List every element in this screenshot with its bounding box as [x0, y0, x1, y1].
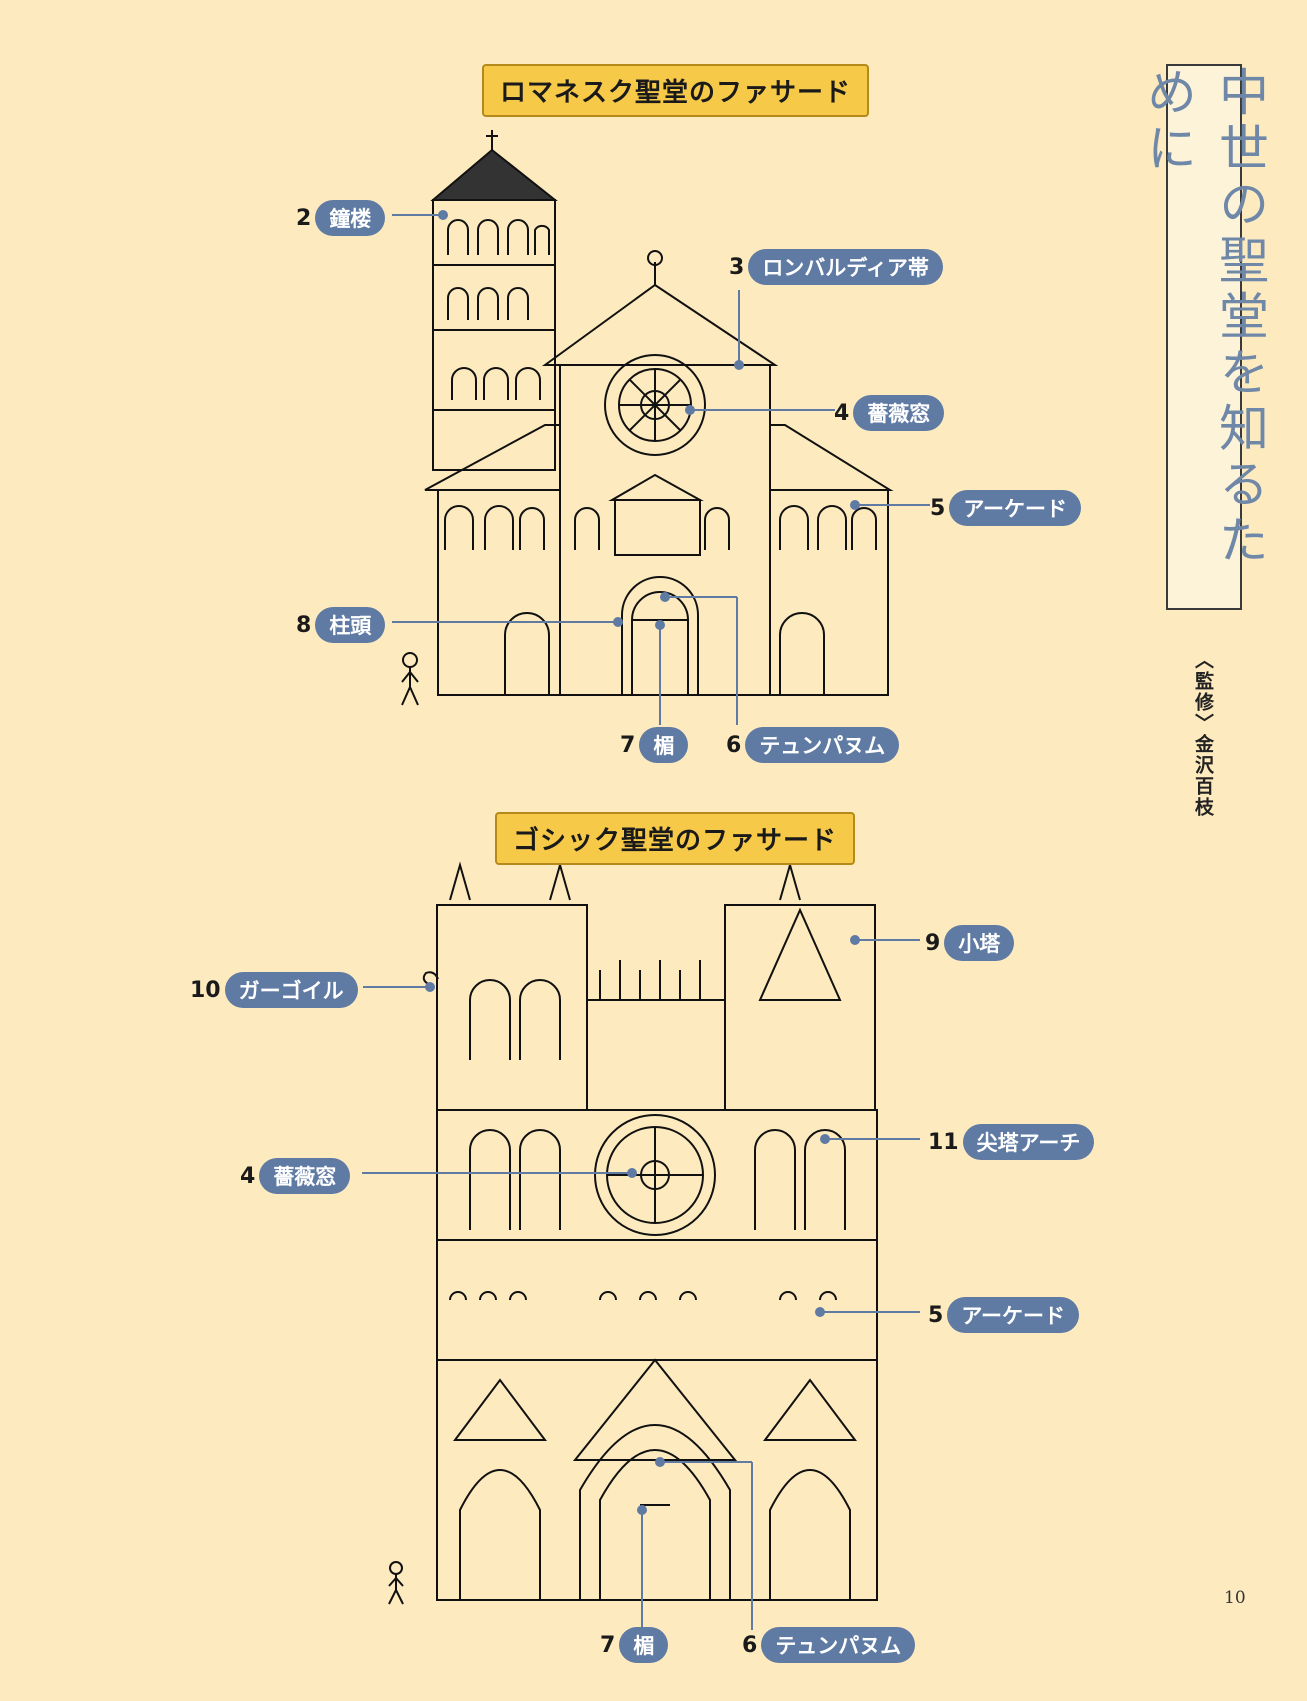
callout-label: 薔薇窓 — [259, 1158, 351, 1194]
callout-lintel: 7 楣 — [600, 1627, 669, 1663]
callout-lombard-band: 3 ロンバルディア帯 — [729, 249, 943, 285]
callout-number: 6 — [726, 732, 742, 758]
callout-number: 3 — [729, 254, 745, 280]
gothic-facade-drawing — [388, 861, 878, 1605]
callout-label: 尖塔アーチ — [962, 1124, 1095, 1160]
callout-number: 8 — [296, 612, 312, 638]
side-title: 中世の聖堂を知るために — [1139, 66, 1269, 570]
callout-rose-window: 4 薔薇窓 — [834, 395, 945, 431]
callout-label: ロンバルディア帯 — [748, 249, 943, 285]
callout-arcade: 5 アーケード — [928, 1297, 1080, 1333]
callout-label: 小塔 — [944, 925, 1015, 961]
callout-number: 4 — [240, 1163, 256, 1189]
callout-arcade: 5 アーケード — [930, 490, 1082, 526]
callout-number: 6 — [742, 1632, 758, 1658]
callout-label: アーケード — [947, 1297, 1080, 1333]
callout-number: 10 — [190, 977, 221, 1003]
callout-number: 2 — [296, 205, 312, 231]
callout-label: 薔薇窓 — [853, 395, 945, 431]
callout-gargoyle: 10 ガーゴイル — [190, 972, 358, 1008]
callout-number: 4 — [834, 400, 850, 426]
gothic-title: ゴシック聖堂のファサード — [495, 812, 856, 865]
callout-rose-window: 4 薔薇窓 — [240, 1158, 351, 1194]
callout-number: 7 — [620, 732, 636, 758]
callout-number: 5 — [930, 495, 946, 521]
callout-lintel: 7 楣 — [620, 727, 689, 763]
callout-belfry: 2 鐘楼 — [296, 200, 386, 236]
callout-label: 柱頭 — [315, 607, 386, 643]
callout-label: テュンパヌム — [745, 727, 900, 763]
leader-lines — [362, 210, 930, 1630]
callout-number: 5 — [928, 1302, 944, 1328]
callout-pointed-arch: 11 尖塔アーチ — [928, 1124, 1095, 1160]
side-title-box: 中世の聖堂を知るために — [1139, 64, 1269, 610]
callout-pinnacle: 9 小塔 — [925, 925, 1015, 961]
callout-tympanum: 6 テュンパヌム — [742, 1627, 916, 1663]
callout-tympanum: 6 テュンパヌム — [726, 727, 900, 763]
callout-number: 7 — [600, 1632, 616, 1658]
callout-label: 楣 — [619, 1627, 669, 1663]
callout-capital: 8 柱頭 — [296, 607, 386, 643]
romanesque-title: ロマネスク聖堂のファサード — [482, 64, 870, 117]
callout-label: ガーゴイル — [224, 972, 358, 1008]
callout-label: 鐘楼 — [315, 200, 386, 236]
page-number: 10 — [1224, 1588, 1246, 1608]
callout-label: 楣 — [639, 727, 689, 763]
romanesque-facade-drawing — [401, 130, 894, 706]
callout-label: アーケード — [949, 490, 1082, 526]
callout-number: 11 — [928, 1129, 959, 1155]
callout-number: 9 — [925, 930, 941, 956]
callout-label: テュンパヌム — [761, 1627, 916, 1663]
editor-credit: 〈監修〉金沢百枝 — [1192, 650, 1214, 818]
